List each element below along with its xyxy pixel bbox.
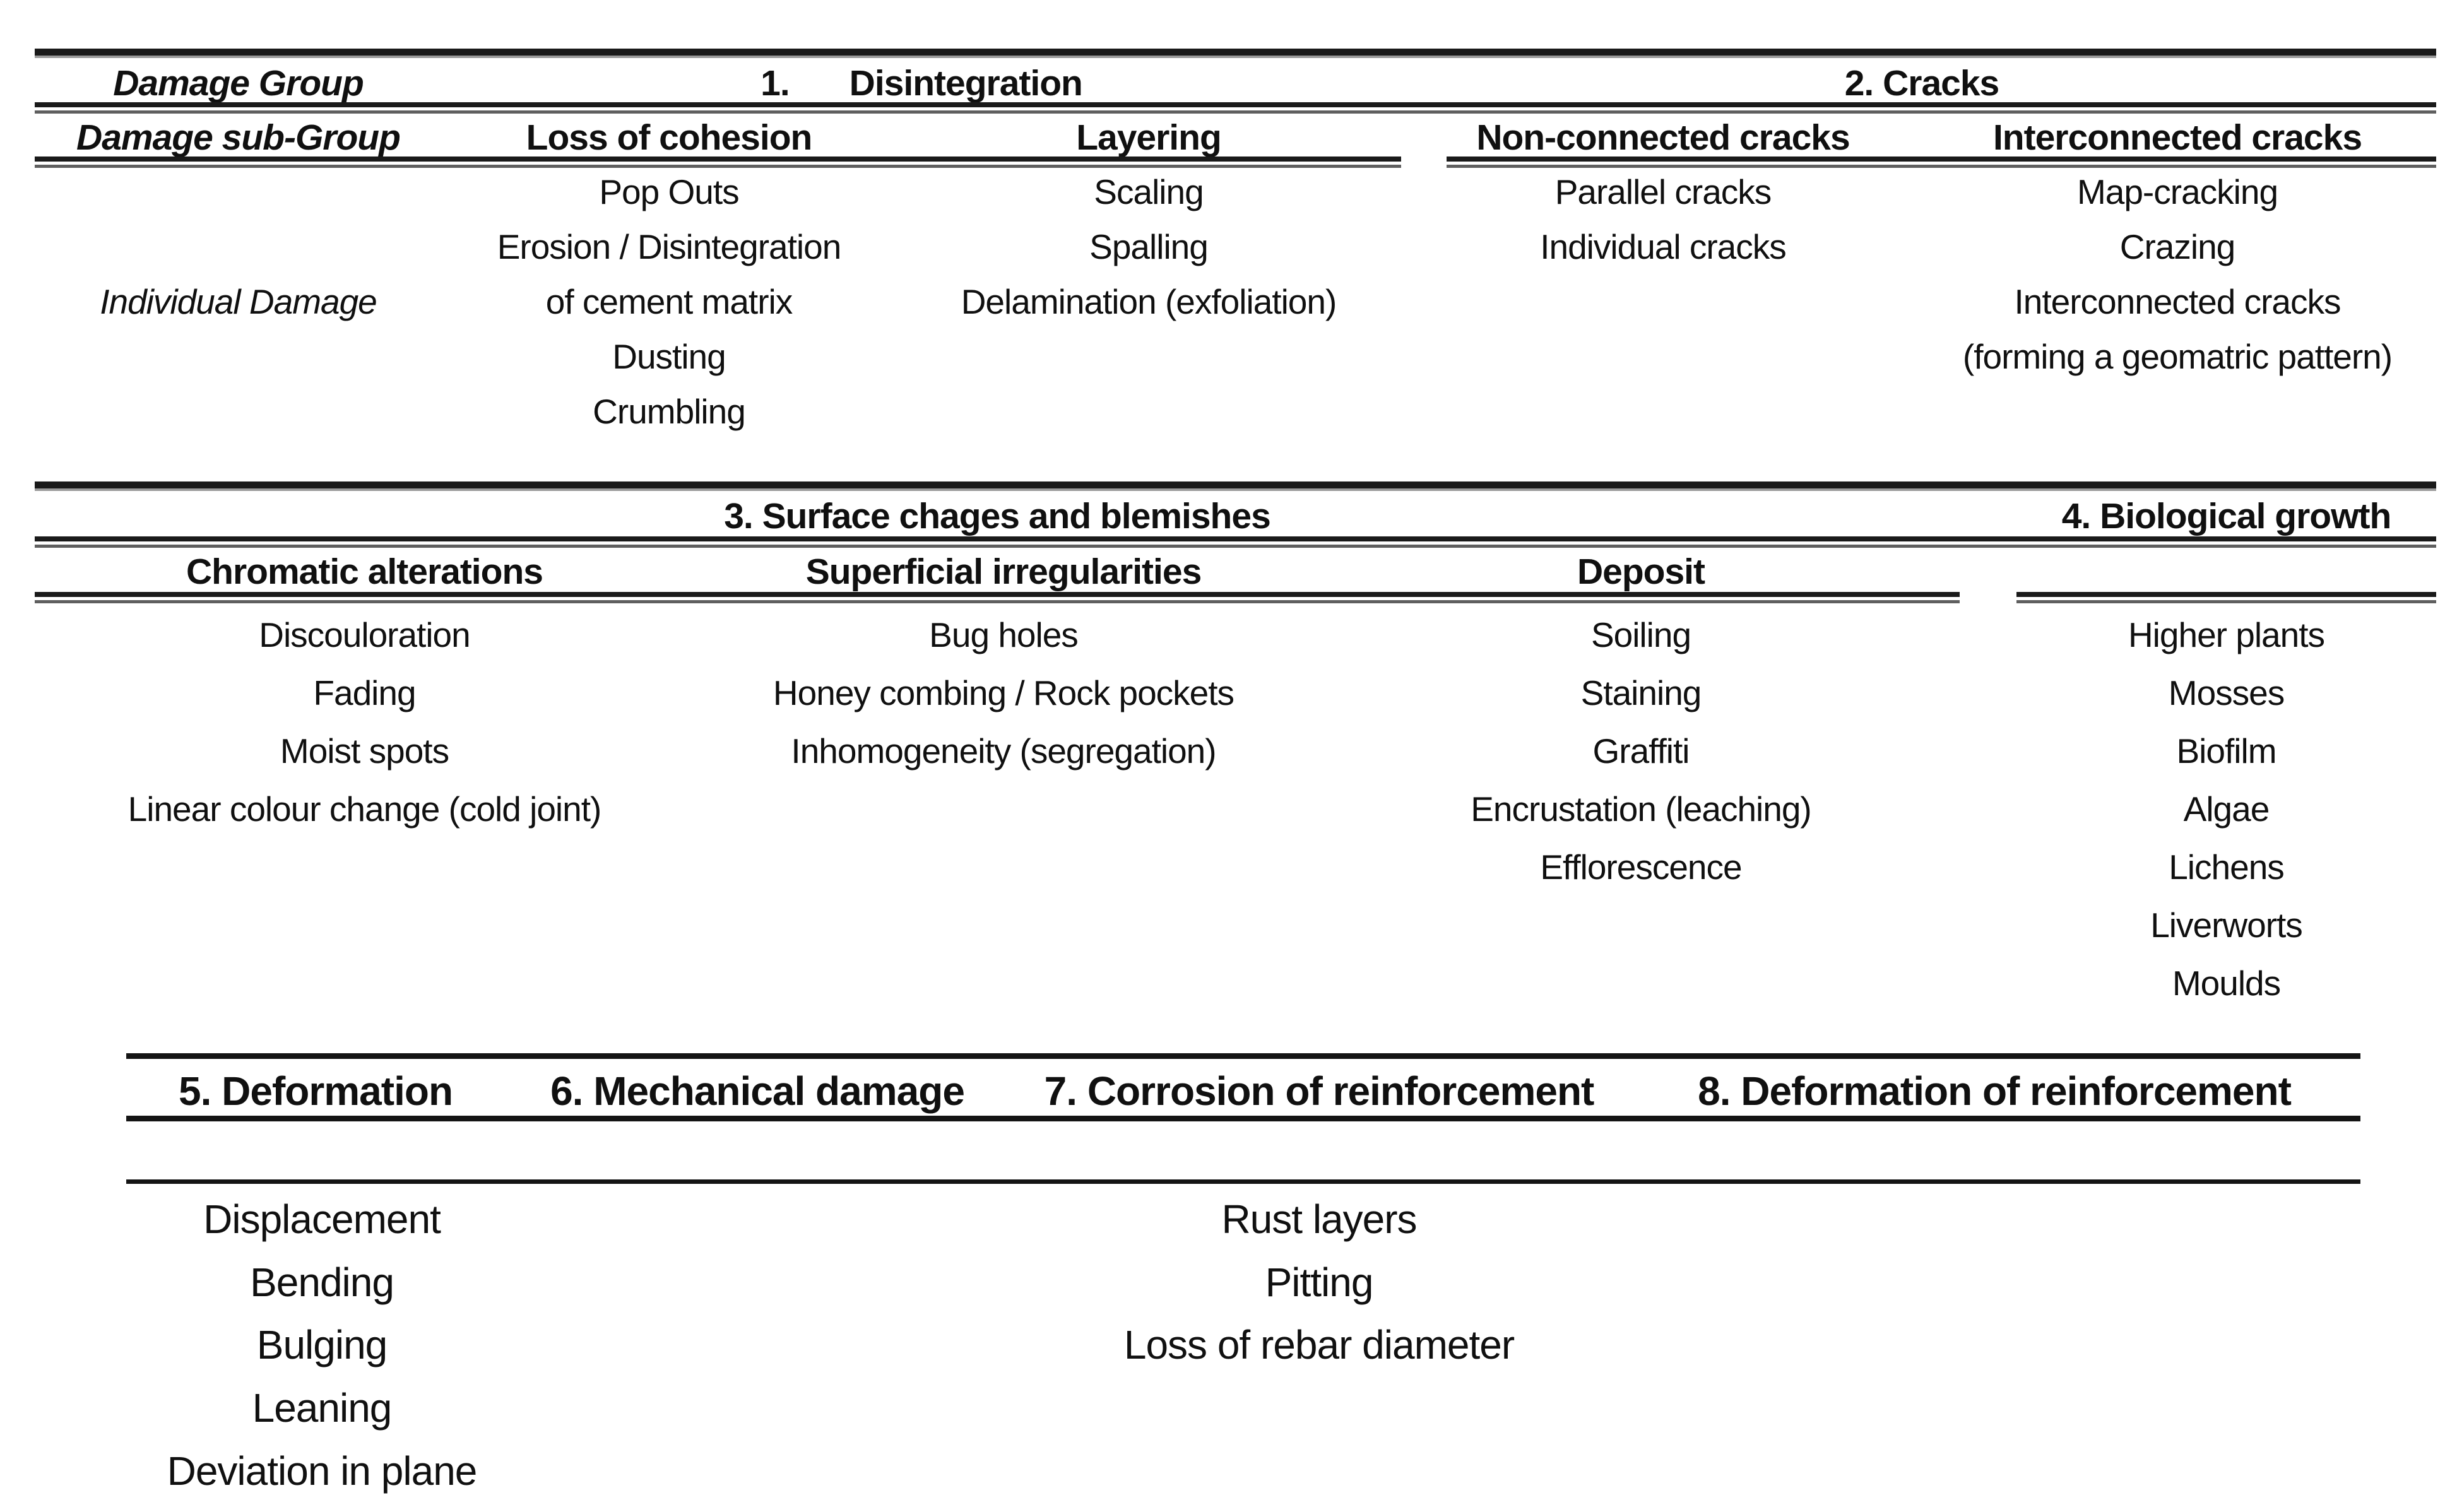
damage-item: Fading [313, 673, 416, 712]
damage-item: Inhomogeneity (segregation) [791, 731, 1216, 771]
damage-item: Deviation in plane [167, 1448, 478, 1494]
subgroup-interconnected-cracks: Interconnected cracks [1992, 117, 2362, 158]
table1-subheader-divider-right [1447, 157, 2436, 168]
table3-header-divider [126, 1116, 2360, 1121]
table3-subheader-divider [126, 1179, 2360, 1184]
table2-subheader-divider-right [2016, 592, 2436, 603]
table1-group2-header: 2. Cracks [1844, 63, 2000, 103]
damage-item: Biofilm [2176, 731, 2276, 771]
group1-number: 1. [761, 63, 790, 103]
damage-item: Scaling [1094, 172, 1204, 211]
damage-item: Moist spots [280, 731, 449, 771]
damage-item: Encrustation (leaching) [1471, 789, 1812, 829]
damage-item: Crumbling [593, 392, 746, 431]
damage-item: Algae [2183, 789, 2270, 829]
damage-item: Honey combing / Rock pockets [773, 673, 1234, 712]
damage-item: Lichens [2169, 848, 2285, 887]
damage-item: Linear colour change (cold joint) [127, 789, 602, 829]
group1-name: Disintegration [849, 63, 1083, 103]
damage-item: Higher plants [2128, 615, 2325, 654]
damage-item: Interconnected cracks [2014, 282, 2341, 321]
damage-item: Dusting [612, 337, 726, 376]
damage-item: Bulging [256, 1322, 388, 1367]
damage-item: Displacement [203, 1196, 441, 1242]
table1-header-divider [35, 102, 2436, 114]
damage-item: Liverworts [2150, 906, 2303, 945]
table1-group1-header: 1. Disintegration [442, 63, 1401, 103]
subgroup-layering: Layering [1076, 117, 1222, 158]
damage-item: Pop Outs [599, 172, 739, 211]
damage-item: Erosion / Disintegration [497, 227, 842, 266]
damage-item: Discouloration [259, 615, 471, 654]
table3-top-border [126, 1053, 2360, 1059]
damage-item: Mosses [2168, 673, 2285, 712]
damage-item: Rust layers [1221, 1196, 1417, 1242]
damage-item: Bending [250, 1260, 394, 1305]
table3-group7-header: 7. Corrosion of reinforcement [1044, 1068, 1595, 1114]
damage-item: Efflorescence [1540, 848, 1742, 887]
subgroup-superficial-irregularities: Superficial irregularities [805, 552, 1202, 592]
table2-top-border [35, 481, 2436, 491]
damage-item: Crazing [2119, 227, 2236, 266]
damage-item: of cement matrix [545, 282, 793, 321]
damage-item: Bug holes [929, 615, 1079, 654]
damage-item: Graffiti [1592, 731, 1690, 771]
damage-item: Staining [1580, 673, 1702, 712]
table2-header-divider [35, 536, 2436, 548]
table1-row-label-items: Individual Damage [100, 282, 377, 321]
table1-row-label-group: Damage Group [113, 63, 364, 103]
table1-row-label-subgroup: Damage sub-Group [76, 117, 401, 158]
subgroup-loss-of-cohesion: Loss of cohesion [526, 117, 813, 158]
damage-item: Soiling [1590, 615, 1691, 654]
subgroup-deposit: Deposit [1577, 552, 1705, 592]
table3-group5-header: 5. Deformation [178, 1068, 453, 1114]
damage-item: Moulds [2172, 964, 2281, 1003]
table2-subheader-divider-left [35, 592, 1960, 603]
damage-item: Pitting [1265, 1260, 1374, 1305]
table2-group4-header: 4. Biological growth [2061, 496, 2392, 536]
table1-top-border [35, 49, 2436, 58]
damage-item: Map-cracking [2076, 172, 2278, 211]
damage-item: Delamination (exfoliation) [961, 282, 1337, 321]
table3-group6-header: 6. Mechanical damage [550, 1068, 965, 1114]
subgroup-non-connected-cracks: Non-connected cracks [1476, 117, 1850, 158]
table3-group8-header: 8. Deformation of reinforcement [1698, 1068, 2292, 1114]
damage-item: Leaning [252, 1385, 393, 1431]
table1-subheader-divider-left [35, 157, 1401, 168]
subgroup-chromatic-alterations: Chromatic alterations [186, 552, 543, 592]
table2-group3-header: 3. Surface chages and blemishes [724, 496, 1271, 536]
damage-item: Spalling [1089, 227, 1209, 266]
damage-item: Loss of rebar diameter [1123, 1322, 1515, 1367]
damage-item: Parallel cracks [1554, 172, 1772, 211]
damage-item: (forming a geomatric pattern) [1962, 337, 2393, 376]
damage-item: Individual cracks [1540, 227, 1787, 266]
